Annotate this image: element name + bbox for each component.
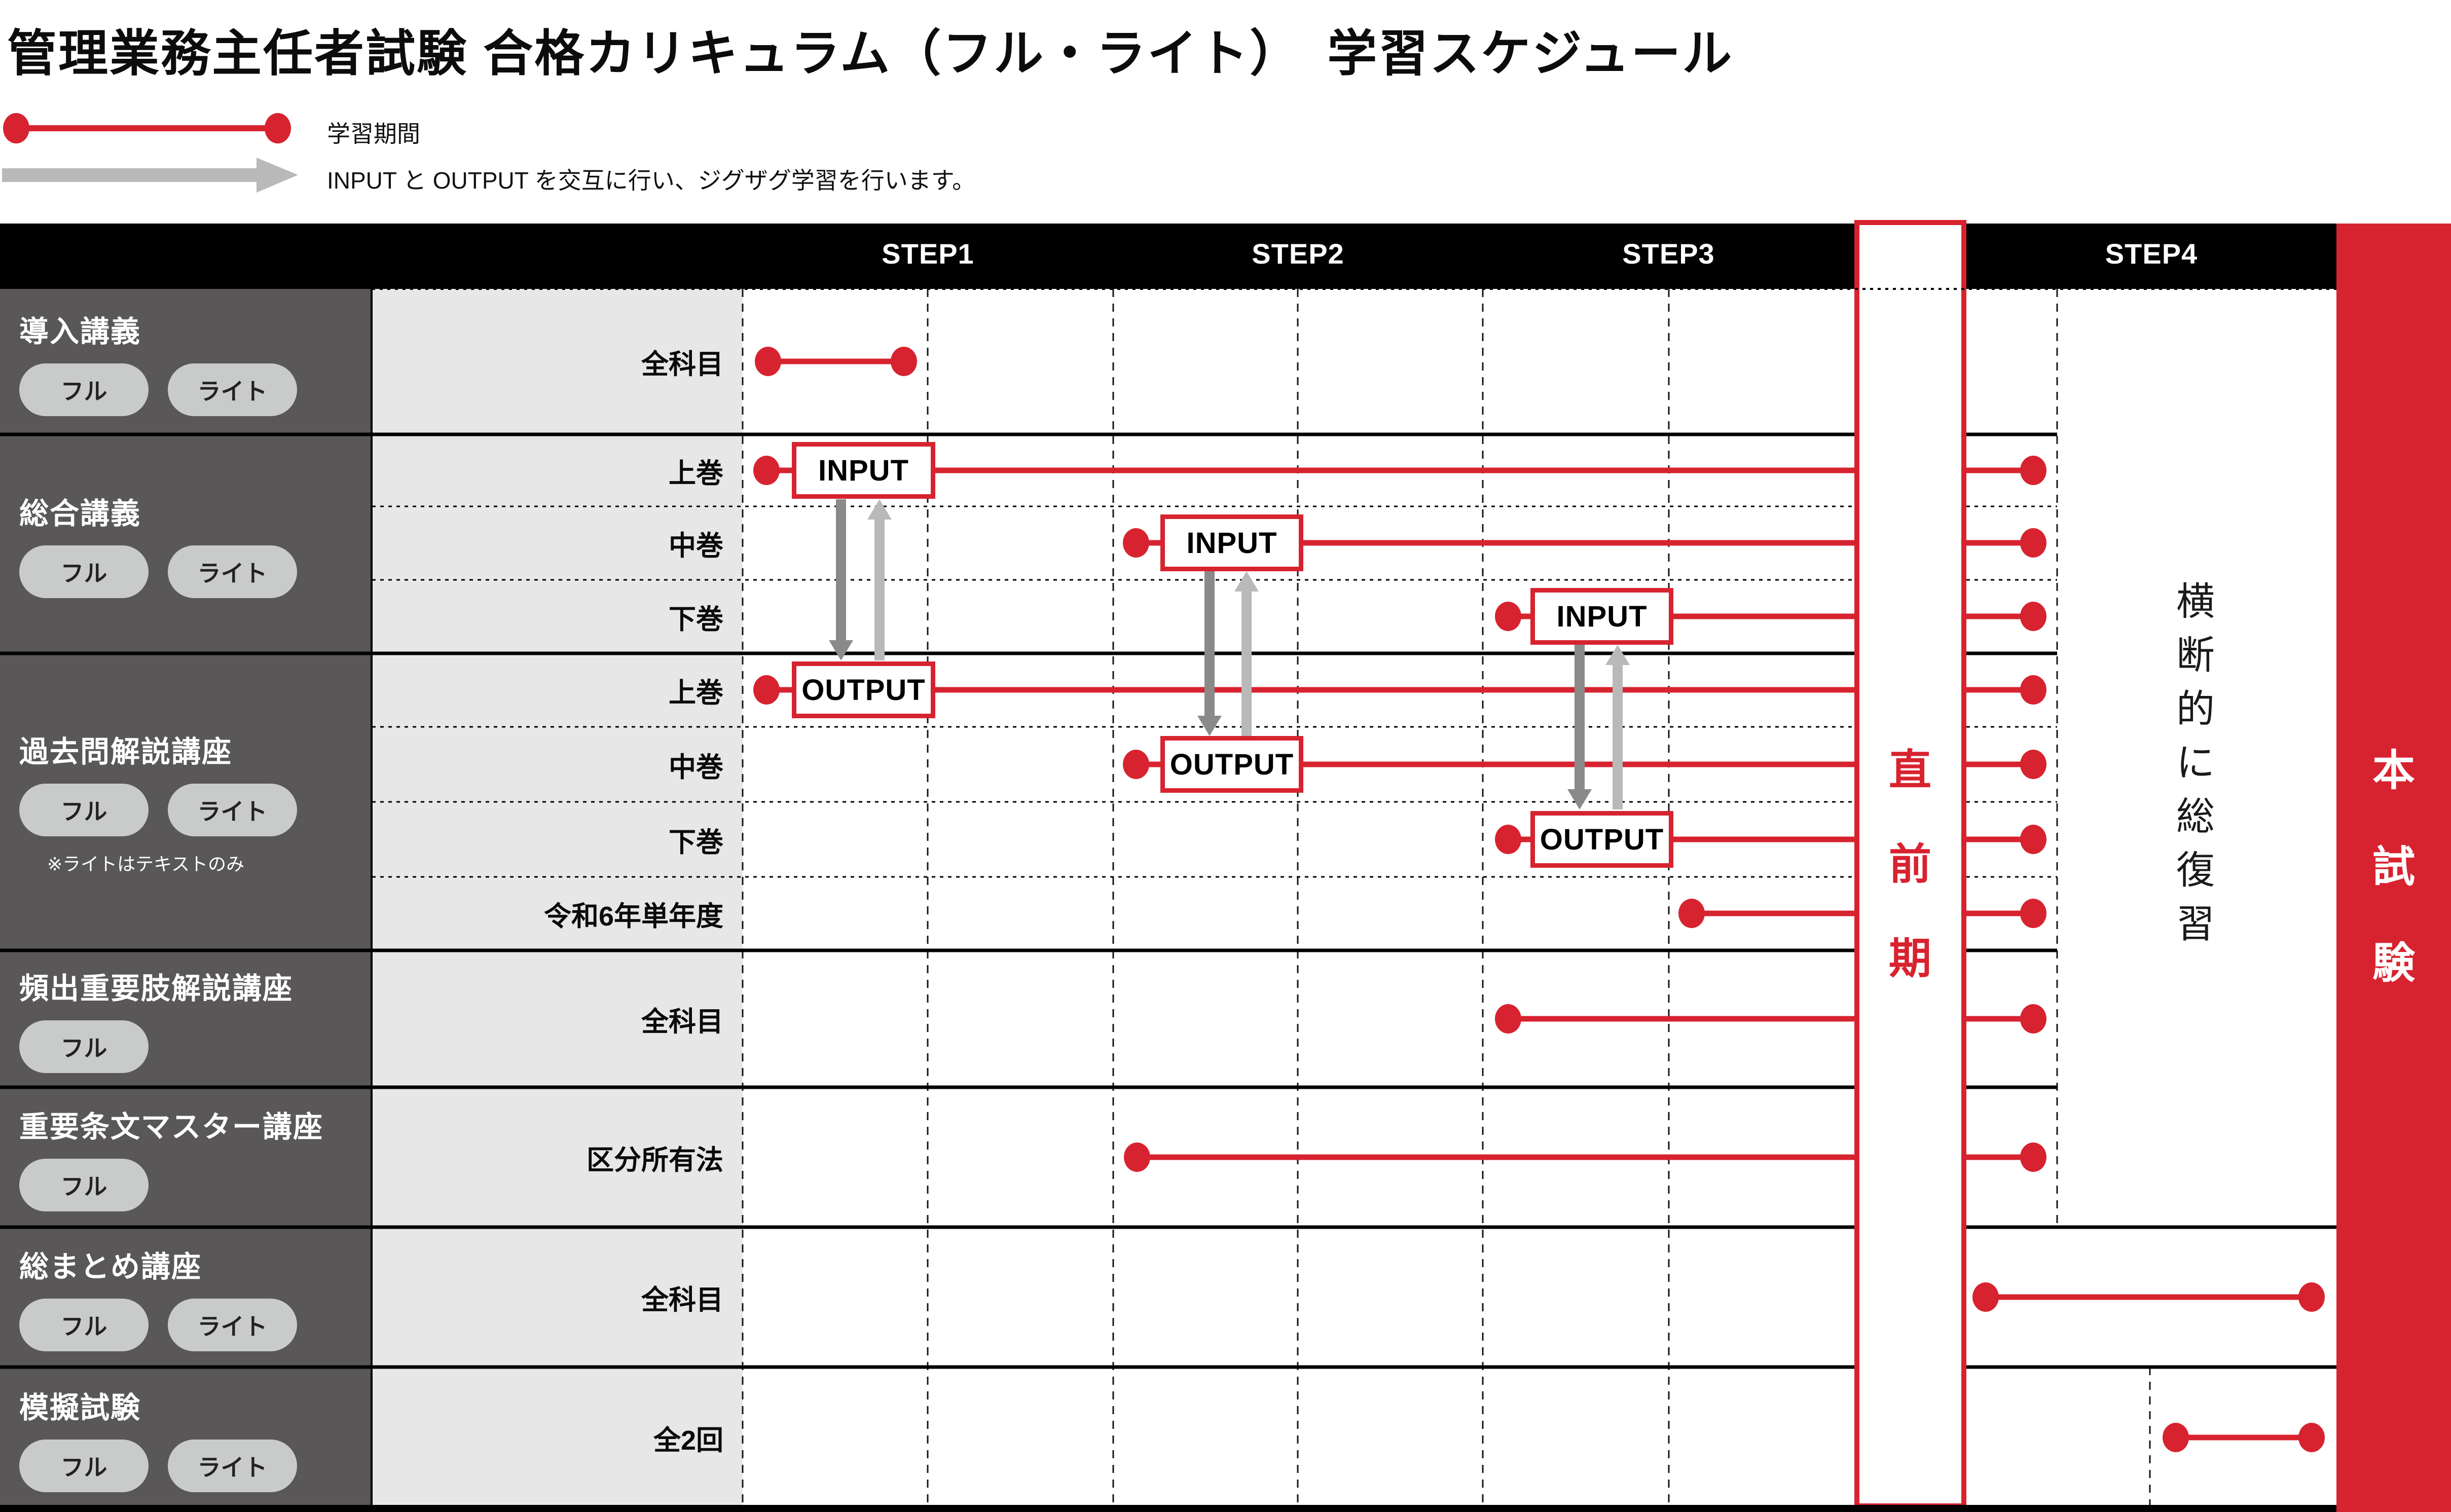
period-dot [755, 347, 781, 376]
period-dot [753, 456, 780, 485]
period-dot [1495, 1004, 1521, 1034]
zigzag-down-arrow-head [829, 640, 853, 660]
legend-study-period-label: 学習期間 [327, 121, 420, 147]
period-dot [753, 675, 780, 705]
period-dot [2020, 456, 2046, 485]
period-dot [2020, 1142, 2046, 1172]
period-dot [2020, 825, 2046, 854]
period-dot [2163, 1423, 2189, 1452]
zigzag-up-arrow [874, 520, 885, 660]
zigzag-up-arrow-head [1605, 645, 1630, 665]
io-box-output: OUTPUT [1530, 811, 1673, 868]
period-dot [1124, 1142, 1150, 1172]
zigzag-down-arrow [836, 499, 846, 640]
period-dot [2020, 528, 2046, 558]
zigzag-up-arrow-head [1234, 571, 1259, 592]
period-dot [1972, 1282, 1999, 1312]
period-dot [891, 347, 917, 376]
page-title: 管理業務主任者試験 合格カリキュラム（フル・ライト） 学習スケジュール [7, 25, 1734, 81]
course-sidebar-column [0, 289, 372, 1508]
study-period-line-icon [3, 113, 291, 143]
period-dot [1495, 602, 1521, 631]
period-dot [1123, 750, 1149, 779]
io-box-output: OUTPUT [1160, 736, 1303, 793]
zigzag-up-arrow [1241, 592, 1252, 736]
zigzag-up-arrow [1613, 665, 1623, 809]
table-header-bar [0, 224, 2336, 289]
io-box-output: OUTPUT [792, 661, 935, 718]
period-dot [2020, 1004, 2046, 1034]
zigzag-up-arrow-head [867, 499, 892, 520]
period-dot [2020, 602, 2046, 631]
period-dot [2020, 750, 2046, 779]
zigzag-down-arrow [1575, 645, 1585, 789]
period-dot [1678, 899, 1705, 928]
zigzag-down-arrow [1204, 571, 1215, 716]
period-dot [1495, 825, 1521, 854]
sidebar-divider [371, 289, 373, 1508]
legend-icons [2, 113, 298, 193]
io-box-input: INPUT [1160, 514, 1303, 571]
period-dot [2020, 675, 2046, 705]
io-box-input: INPUT [1530, 588, 1673, 645]
legend-zigzag-label: INPUT と OUTPUT を交互に行い、ジグザグ学習を行います。 [327, 167, 976, 194]
io-box-input: INPUT [792, 442, 935, 499]
period-dot [2020, 899, 2046, 928]
chokuzenki-column [1854, 220, 1966, 1508]
period-dot [2298, 1282, 2325, 1312]
exam-column [2336, 224, 2451, 1512]
zigzag-down-arrow-head [1197, 716, 1222, 736]
period-dot [2298, 1423, 2325, 1452]
zigzag-down-arrow-head [1567, 789, 1592, 809]
step4-note-label: 横断的に総復習 [2176, 580, 2215, 946]
zigzag-arrow-icon [2, 158, 298, 193]
subject-label-column [372, 289, 743, 1508]
period-dot [1123, 528, 1149, 558]
